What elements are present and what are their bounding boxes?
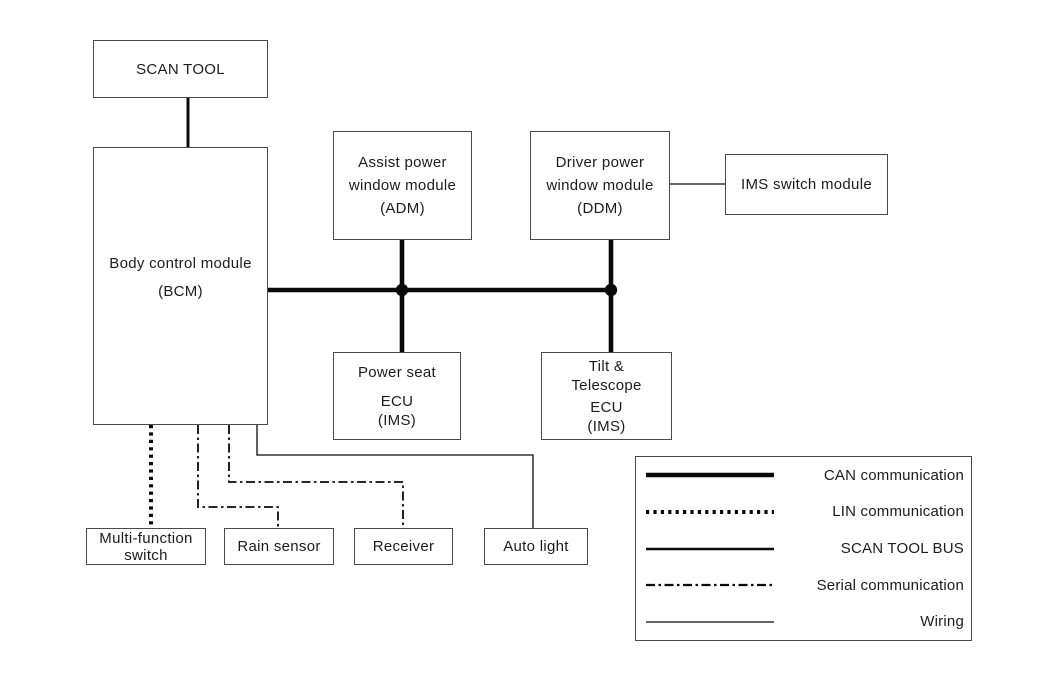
multi-function-label-line1: Multi-function xyxy=(99,529,193,547)
ims-switch-module-box: IMS switch module xyxy=(725,154,888,215)
tilt-label-line3: ECU xyxy=(590,398,623,416)
legend-label-scan-tool-bus: SCAN TOOL BUS xyxy=(840,540,964,557)
rain-sensor-label: Rain sensor xyxy=(237,538,321,555)
scan-tool-bus-line-sample xyxy=(646,547,774,550)
legend-label-can: CAN communication xyxy=(823,466,964,484)
can-line-sample xyxy=(646,473,774,478)
ddm-label-line2: window module xyxy=(546,177,654,194)
wiring-line-auto-light xyxy=(256,425,534,528)
bcm-label-line1: Body control module xyxy=(109,255,252,272)
adm-label-line2: window module xyxy=(348,177,457,194)
auto-light-label: Auto light xyxy=(503,538,569,555)
legend-row-wiring: Wiring xyxy=(636,603,971,640)
tilt-label-line1: Tilt & xyxy=(588,357,625,375)
tilt-label-line4: (IMS) xyxy=(587,417,626,435)
multi-function-switch-box: Multi-function switch xyxy=(86,528,206,565)
ims-switch-module-label: IMS switch module xyxy=(741,176,872,193)
can-junction-dot xyxy=(395,283,409,297)
legend-label-wiring: Wiring xyxy=(920,613,964,631)
receiver-box: Receiver xyxy=(354,528,453,565)
legend-row-serial: Serial communication xyxy=(636,567,971,604)
lin-line-sample xyxy=(646,509,774,514)
power-seat-label-line3: (IMS) xyxy=(377,411,417,429)
adm-box: Assist power window module (ADM) xyxy=(333,131,472,240)
adm-label-line1: Assist power xyxy=(358,154,447,171)
legend-row-can: CAN communication xyxy=(636,457,971,494)
ddm-box: Driver power window module (DDM) xyxy=(530,131,670,240)
legend-label-lin: LIN communication xyxy=(832,503,964,521)
power-seat-label-line1: Power seat xyxy=(357,363,437,381)
power-seat-label-line2: ECU xyxy=(380,392,414,410)
power-seat-ecu-box: Power seat ECU (IMS) xyxy=(333,352,461,440)
serial-line-rain-sensor xyxy=(197,425,279,528)
tilt-label-line2: Telescope xyxy=(571,376,642,394)
legend-row-lin: LIN communication xyxy=(636,494,971,531)
adm-label-line3: (ADM) xyxy=(380,200,425,217)
scan-tool-box: SCAN TOOL xyxy=(93,40,268,98)
ddm-label-line1: Driver power xyxy=(555,154,645,171)
rain-sensor-box: Rain sensor xyxy=(224,528,334,565)
receiver-label: Receiver xyxy=(372,538,435,555)
legend-row-scan-tool-bus: SCAN TOOL BUS xyxy=(636,530,971,567)
can-junction-dot xyxy=(604,283,618,297)
legend-label-serial: Serial communication xyxy=(816,576,964,594)
auto-light-box: Auto light xyxy=(484,528,588,565)
bcm-label-line2: (BCM) xyxy=(158,283,203,300)
scan-tool-label: SCAN TOOL xyxy=(136,60,225,78)
multi-function-label-line2: switch xyxy=(124,546,168,564)
serial-line-sample xyxy=(646,583,774,587)
ddm-label-line3: (DDM) xyxy=(577,200,623,217)
legend: CAN communication LIN communication SCAN… xyxy=(635,456,972,641)
bcm-box: Body control module (BCM) xyxy=(93,147,268,425)
serial-line-receiver xyxy=(228,425,404,528)
wiring-line-sample xyxy=(646,621,774,623)
tilt-telescope-ecu-box: Tilt & Telescope ECU (IMS) xyxy=(541,352,672,440)
